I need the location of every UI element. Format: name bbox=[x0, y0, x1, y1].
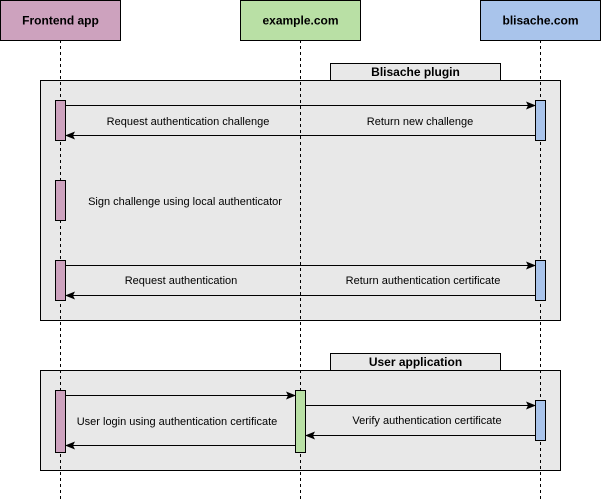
activation-example bbox=[295, 390, 306, 453]
message-label-request-auth: Request authentication bbox=[125, 275, 238, 287]
participant-box bbox=[0, 0, 121, 41]
message-label-return-certificate: Return authentication certificate bbox=[346, 275, 501, 287]
activation-blisache bbox=[535, 400, 546, 441]
group-frame bbox=[40, 370, 561, 471]
activation-frontend bbox=[55, 180, 66, 221]
participant-box bbox=[240, 0, 361, 41]
participant-label: blisache.com bbox=[502, 14, 578, 28]
group-label: User application bbox=[369, 355, 462, 369]
group-label-box bbox=[330, 63, 501, 81]
participant-label: Frontend app bbox=[22, 14, 99, 28]
participant-example: example.com bbox=[240, 0, 361, 41]
message-label-return-challenge: Return new challenge bbox=[367, 116, 473, 128]
message-label-sign-challenge: Sign challenge using local authenticator bbox=[88, 196, 282, 208]
participant-blisache: blisache.com bbox=[480, 0, 601, 41]
activation-frontend bbox=[55, 390, 66, 453]
message-label-user-login: User login using authentication certific… bbox=[77, 416, 278, 428]
activation-frontend bbox=[55, 260, 66, 301]
participant-box bbox=[480, 0, 601, 41]
activation-blisache bbox=[535, 100, 546, 141]
activation-frontend bbox=[55, 100, 66, 141]
message-label-verify-certificate: Verify authentication certificate bbox=[352, 415, 501, 427]
participant-frontend: Frontend app bbox=[0, 0, 121, 41]
message-label-request-challenge: Request authentication challenge bbox=[107, 116, 270, 128]
group-label: Blisache plugin bbox=[371, 65, 460, 79]
group-label-box bbox=[330, 353, 501, 371]
activation-blisache bbox=[535, 260, 546, 301]
participant-label: example.com bbox=[262, 14, 338, 28]
group-user-application: User application bbox=[40, 353, 561, 471]
